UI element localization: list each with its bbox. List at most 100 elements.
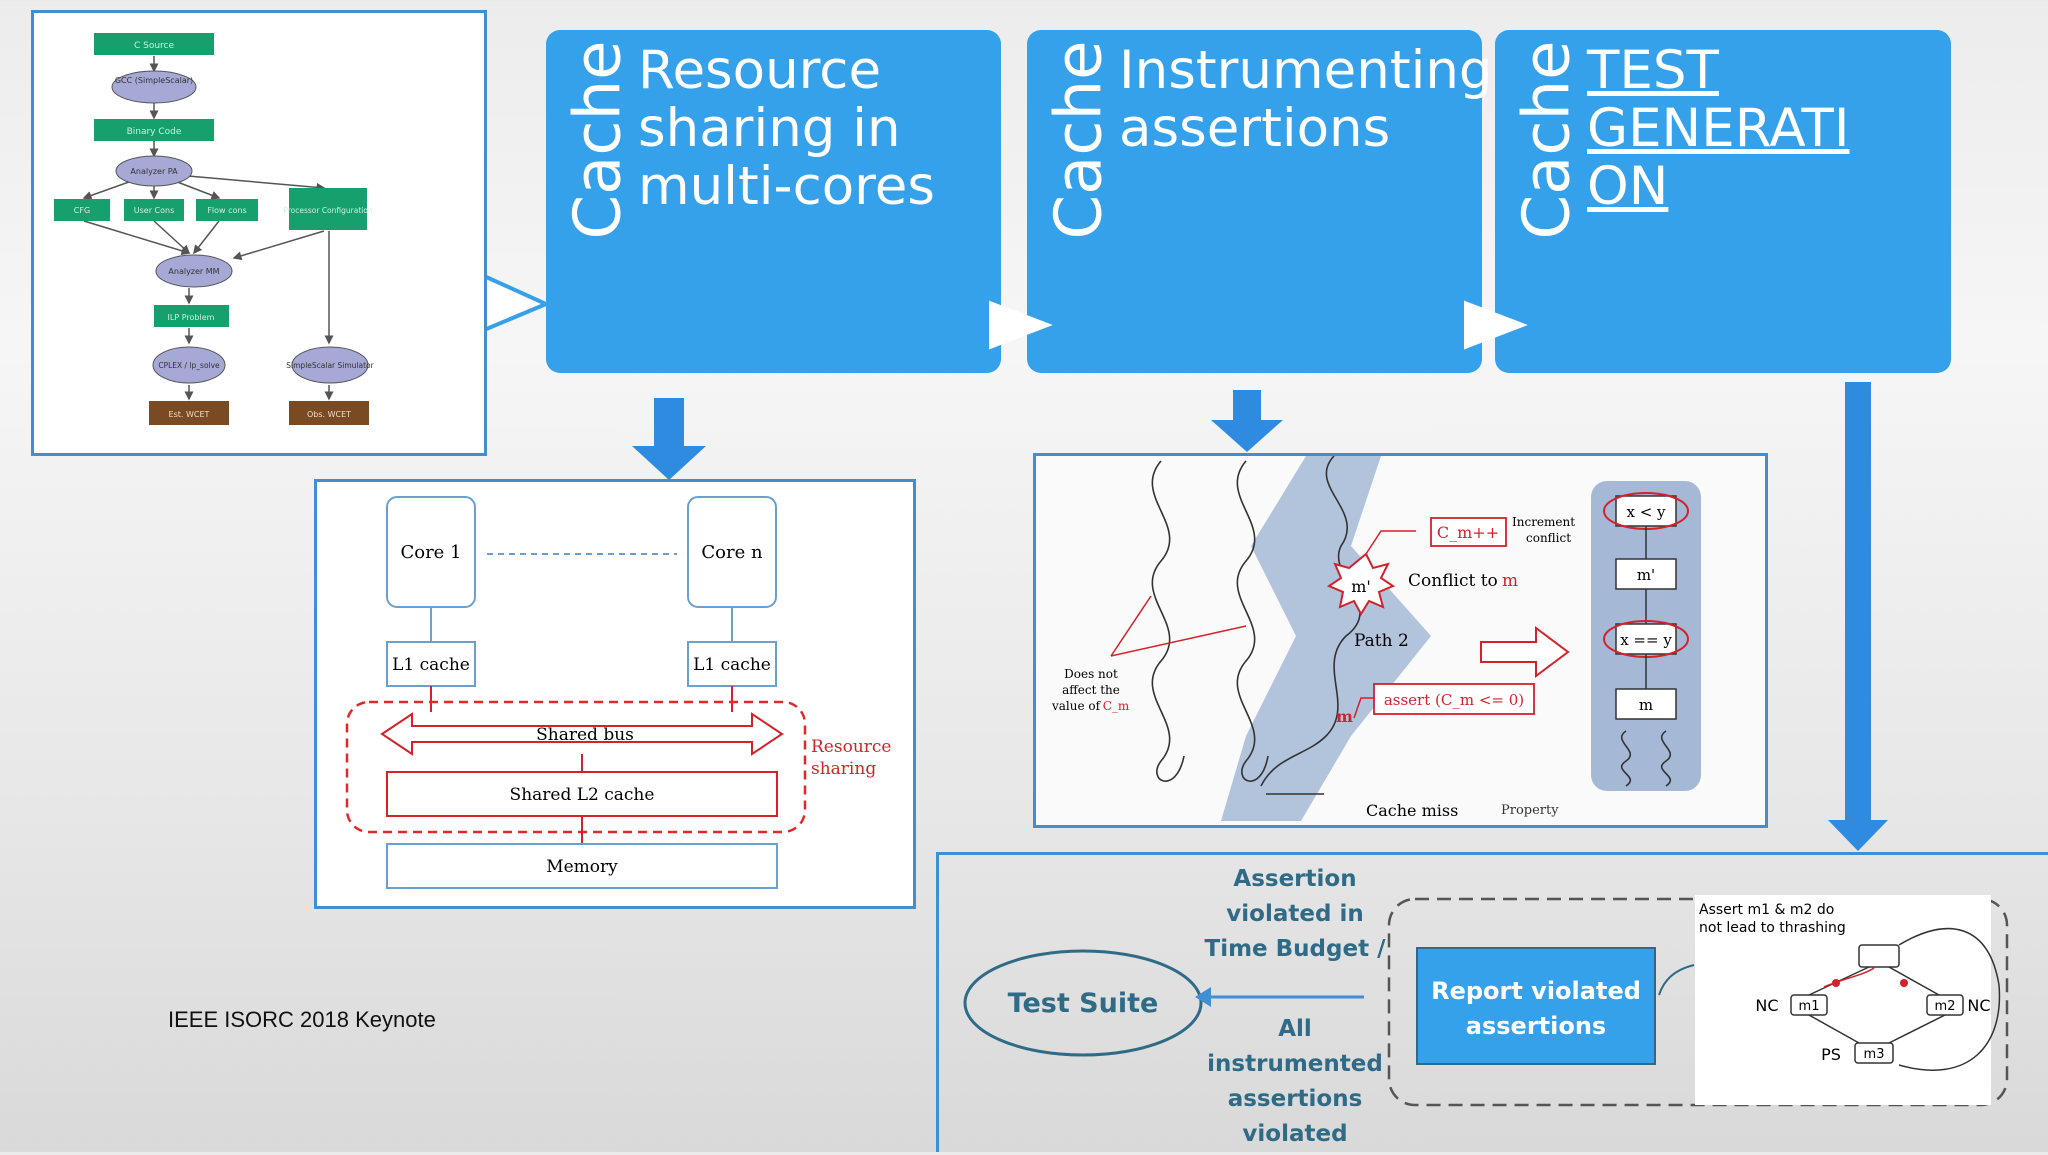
stage-text: Resource sharing in multi-cores: [638, 40, 935, 217]
flow-node-label: User Cons: [134, 206, 175, 215]
flow-node-label: ILP Problem: [168, 313, 215, 322]
m2-label: m2: [1935, 999, 1956, 1014]
cache-miss-label: Cache miss: [1366, 801, 1458, 820]
violated-label: Assertion: [1233, 866, 1356, 892]
l1-cache-a: [386, 641, 476, 687]
conflict-label: Conflict to: [1408, 571, 1498, 591]
m1-label: m1: [1799, 999, 1820, 1014]
flow-node-binary: [94, 119, 214, 141]
does-not-label: Does not: [1064, 667, 1118, 681]
left-arrowhead: [1195, 987, 1211, 1007]
flow-node-label: CFG: [74, 206, 90, 215]
flow-node-obs-wcet: [289, 401, 369, 425]
flow-node-analyzer-mm: [155, 254, 233, 288]
property-label: Property: [1501, 803, 1559, 818]
nc-label: NC: [1967, 996, 1990, 1015]
flow-node-analyzer-pa: [115, 155, 193, 187]
ps-label: PS: [1821, 1045, 1841, 1064]
assertion-diagram: m' C_m++ Increment conflict Conflict to …: [1033, 453, 1768, 828]
does-not-label: affect the: [1062, 683, 1120, 697]
stage-text: TEST GENERATI ON: [1587, 40, 1850, 217]
down-arrow-3: [1828, 382, 1888, 851]
flow-node-label: Binary Code: [127, 127, 182, 137]
wavy-path-3: [1260, 456, 1361, 787]
all-label: violated: [1242, 1121, 1347, 1147]
l1-cache-a-label: L1 cache: [392, 655, 470, 675]
test-generation-svg: Test Suite Assertion violated in Time Bu…: [963, 866, 2009, 1147]
shared-bus-label: Shared bus: [536, 725, 634, 745]
cfg-node-label: x == y: [1620, 631, 1672, 649]
footer-text: IEEE ISORC 2018 Keynote: [168, 1007, 436, 1032]
mprime-star: [1326, 552, 1396, 617]
all-label: All: [1278, 1016, 1312, 1042]
does-not-cm-label: C_m: [1103, 699, 1130, 713]
test-suite-label: Test Suite: [1008, 988, 1159, 1019]
assert-label: assert (C_m <= 0): [1384, 691, 1524, 709]
cfg-node-label: m: [1639, 696, 1653, 714]
note-label: Assert m1 & m2 do: [1699, 902, 1834, 918]
flow-node-label: Flow cons: [207, 206, 246, 215]
memory-label: Memory: [546, 857, 618, 877]
arrowhead-mid: [989, 300, 1053, 350]
stage-test-generation: Cache TEST GENERATI ON: [1495, 30, 1951, 373]
flow-node-label: Obs. WCET: [307, 410, 351, 419]
flow-node-label: Analyzer PA: [130, 167, 178, 176]
flow-node-user-cons: [124, 199, 184, 221]
flow-node-label: C Source: [134, 41, 175, 51]
multicore-svg: Core 1 Core n L1 cache L1 cache Shared b…: [345, 496, 891, 889]
wcet-flow-svg: C Source GCC (SimpleScalar) Binary Code …: [54, 33, 375, 425]
flow-node-label: CPLEX / lp_solve: [158, 361, 220, 370]
flow-node-label: Est. WCET: [169, 410, 210, 419]
flow-node-label: SimpleScalar Simulator: [286, 361, 374, 370]
path2-label: Path 2: [1354, 631, 1409, 651]
flow-node-cplex: [152, 346, 226, 384]
does-not-label: value of: [1051, 699, 1102, 713]
flow-node-simplescalar: [291, 346, 369, 384]
core-n-label: Core n: [701, 542, 763, 563]
core-1-label: Core 1: [400, 542, 461, 563]
violated-label: violated in: [1226, 901, 1363, 927]
flow-node-processor-config: [289, 188, 367, 230]
increment-note: conflict: [1526, 531, 1571, 545]
resource-label: sharing: [811, 759, 876, 779]
violated-label: Time Budget /: [1205, 936, 1387, 962]
flow-node-c-source: [94, 33, 214, 55]
flow-node-est-wcet: [149, 401, 229, 425]
test-generation-panel: Test Suite Assertion violated in Time Bu…: [936, 852, 2048, 1152]
report-violated-box: [1416, 947, 1656, 1065]
memory-box: [386, 843, 778, 889]
increment-box: [1430, 517, 1507, 547]
shared-l2-cache: [386, 771, 778, 817]
flow-node-ilp: [154, 305, 229, 327]
assertion-svg: m' C_m++ Increment conflict Conflict to …: [1051, 456, 1701, 821]
cfg-node-label: m': [1637, 566, 1655, 584]
down-arrow-1: [632, 398, 706, 480]
nc-label: NC: [1755, 996, 1778, 1015]
cfg-node-label: x < y: [1626, 503, 1666, 521]
transform-arrow: [1480, 626, 1570, 678]
mprime-label: m': [1351, 577, 1371, 596]
flow-node-cfg: [54, 199, 110, 221]
flow-node-label: Analyzer MM: [168, 267, 219, 276]
report-label: assertions: [1466, 1012, 1606, 1040]
stage-instrumenting-assertions: Cache Instrumenting assertions: [1027, 30, 1493, 373]
conflict-m-label: m: [1502, 571, 1518, 591]
stage-resource-sharing: Cache Resource sharing in multi-cores: [546, 30, 1001, 373]
m3-node: [1854, 1042, 1894, 1064]
test-suite-ellipse: [963, 949, 1203, 1057]
l1-cache-b-label: L1 cache: [693, 655, 771, 675]
increment-note: Increment: [1512, 515, 1575, 529]
down-arrow-2: [1211, 390, 1283, 452]
wavy-path-1: [1151, 460, 1185, 782]
wcet-flow-diagram: C Source GCC (SimpleScalar) Binary Code …: [31, 10, 487, 456]
m3-label: m3: [1864, 1047, 1885, 1062]
wavy-path-2: [1236, 460, 1269, 782]
multicore-diagram: Core 1 Core n L1 cache L1 cache Shared b…: [314, 479, 916, 909]
arrowhead-right: [1464, 300, 1528, 350]
resource-label: Resource: [811, 737, 891, 757]
flow-node-gcc: [111, 70, 197, 104]
shared-l2-label: Shared L2 cache: [510, 785, 655, 805]
flow-node-flow-cons: [196, 199, 258, 221]
report-label: Report violated: [1431, 977, 1641, 1005]
